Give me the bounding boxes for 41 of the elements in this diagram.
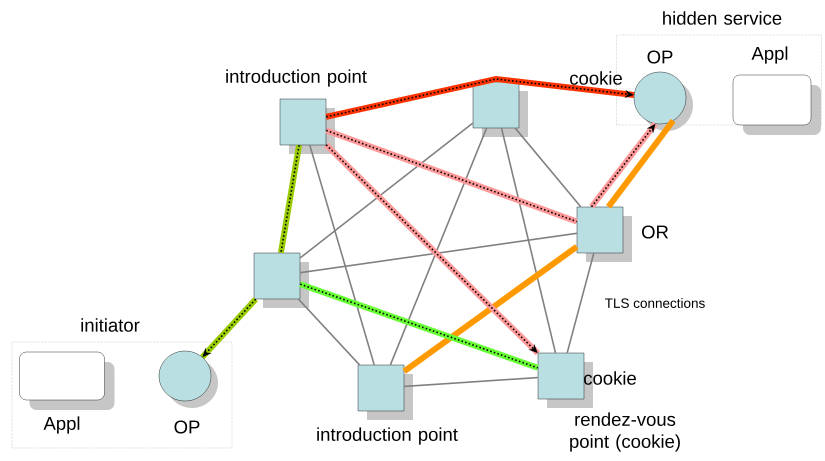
router-box [472,82,528,137]
path-line [402,244,579,374]
router-box: OR [576,206,668,262]
connection-line [390,128,488,366]
node-label: OR [642,225,668,239]
path-arrow [326,76,634,120]
node-label: initiator [81,318,140,332]
connection-line [300,122,474,259]
node-label: introduction point [317,427,458,445]
path-arrow [324,142,540,356]
node-label: Appl [44,416,80,434]
path-line [278,144,302,254]
note-text: TLS connections [605,298,705,308]
node-label: OP [648,50,672,64]
connection-line [500,128,556,353]
node-label: cookie [570,71,622,85]
path-arrow [200,297,258,360]
path-line [325,128,578,224]
application-box: Appl [732,46,821,135]
node-label: hidden service [663,11,782,25]
connection-line [300,232,577,274]
router-box: introduction point [317,364,458,445]
node-label: introduction point [226,69,367,87]
node-label: Appl [752,46,788,64]
connection-line [309,144,375,366]
circle-node: OP cookie [570,50,693,131]
connection-line [404,376,538,388]
node-label: rendez-vous point (cookie) [570,412,680,452]
router-box: cookie rendez-vous point (cookie) [538,352,680,452]
path-arrow [589,122,658,209]
connection-line [298,298,360,366]
path-line [606,118,676,209]
application-box: Appl [19,352,114,434]
path-line [299,281,539,371]
connection-line [514,128,582,208]
router-box: introduction point [226,69,367,154]
circle-node: OP [158,350,218,434]
node-label: cookie [584,371,636,385]
connection-line [566,253,595,353]
node-label: OP [174,420,200,434]
router-box [254,252,309,308]
